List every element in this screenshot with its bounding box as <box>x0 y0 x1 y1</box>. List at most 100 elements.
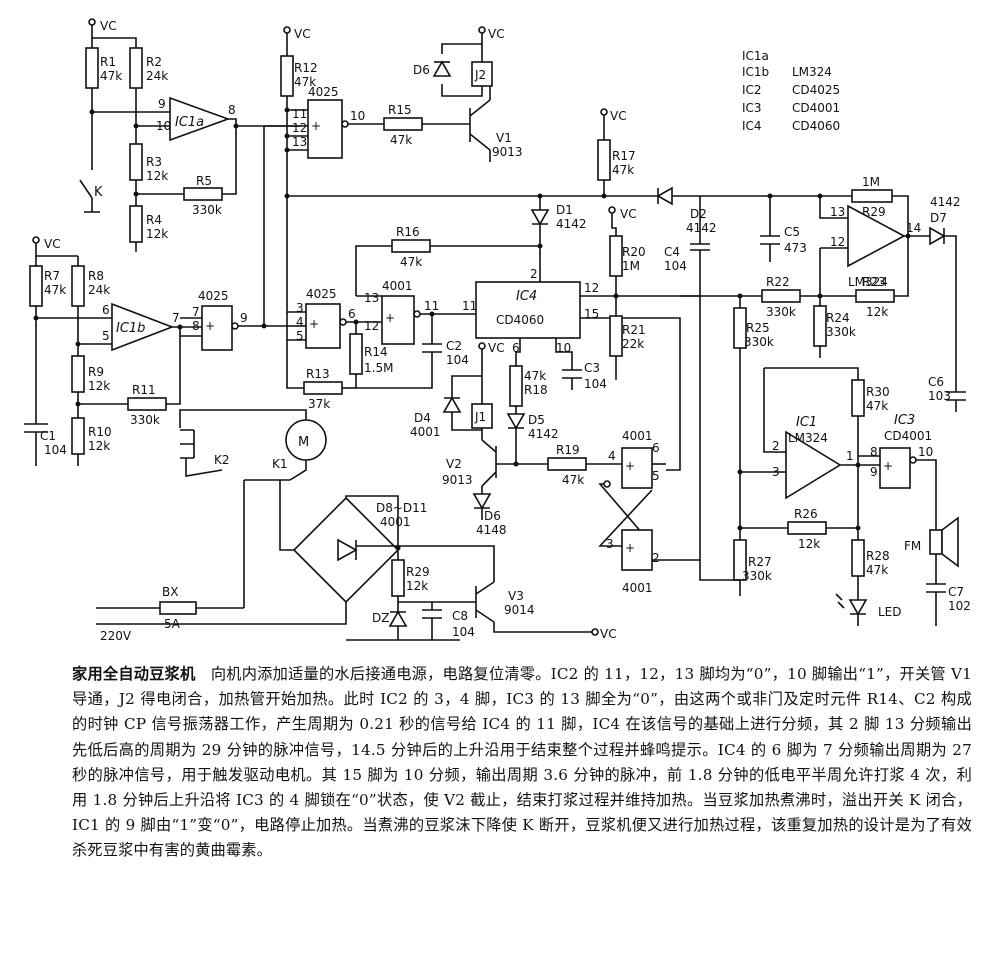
svg-text:R9: R9 <box>88 365 104 379</box>
resistor-r23 <box>855 289 895 303</box>
svg-text:24k: 24k <box>88 283 110 297</box>
svg-text:12: 12 <box>364 319 379 333</box>
svg-text:CD4060: CD4060 <box>496 313 544 327</box>
svg-text:22k: 22k <box>622 337 644 351</box>
svg-text:R12: R12 <box>294 61 318 75</box>
resistor-r22 <box>761 289 801 303</box>
svg-text:R3: R3 <box>146 155 162 169</box>
resistor-r19 <box>547 457 587 471</box>
svg-text:R18: R18 <box>524 383 548 397</box>
v3-label: V3 <box>508 589 524 603</box>
svg-text:9: 9 <box>870 465 878 479</box>
svg-text:4142: 4142 <box>930 195 961 209</box>
svg-text:47k: 47k <box>400 255 422 269</box>
svg-text:R29: R29 <box>862 205 886 219</box>
svg-text:104: 104 <box>44 443 67 457</box>
svg-text:R23: R23 <box>862 275 886 289</box>
resistor-r30 <box>851 379 865 417</box>
svg-text:330k: 330k <box>130 413 160 427</box>
svg-text:5A: 5A <box>164 617 181 631</box>
svg-text:9013: 9013 <box>492 145 523 159</box>
svg-text:R7: R7 <box>44 269 60 283</box>
legend-ic1-type: LM324 <box>792 65 832 79</box>
resistor-r18 <box>509 365 523 407</box>
legend-ic4-type: CD4060 <box>792 119 840 133</box>
svg-text:9014: 9014 <box>504 603 535 617</box>
svg-text:15: 15 <box>584 307 599 321</box>
svg-text:IC1a: IC1a <box>175 115 204 130</box>
svg-text:R20: R20 <box>622 245 646 259</box>
svg-text:11: 11 <box>462 299 477 313</box>
svg-text:12: 12 <box>292 121 307 135</box>
svg-text:4001: 4001 <box>380 515 411 529</box>
resistor-r12 <box>280 55 294 97</box>
svg-text:10: 10 <box>556 341 571 355</box>
svg-text:J2: J2 <box>474 68 486 82</box>
svg-text:1.5M: 1.5M <box>364 361 393 375</box>
resistor-r26 <box>787 521 827 535</box>
v1-label: V1 <box>496 131 512 145</box>
resistor-r1 <box>85 47 99 89</box>
svg-text:1M: 1M <box>622 259 640 273</box>
svg-text:VC: VC <box>488 341 505 355</box>
svg-text:R1: R1 <box>100 55 116 69</box>
svg-text:5: 5 <box>652 469 660 483</box>
svg-text:103: 103 <box>928 389 951 403</box>
svg-text:R4: R4 <box>146 213 162 227</box>
svg-text:VC: VC <box>620 207 637 221</box>
buzzer-fm <box>929 529 943 555</box>
svg-text:6: 6 <box>102 303 110 317</box>
svg-text:4148: 4148 <box>476 523 507 537</box>
svg-text:330k: 330k <box>766 305 796 319</box>
svg-text:4142: 4142 <box>686 221 717 235</box>
svg-text:1M: 1M <box>862 175 880 189</box>
svg-text:9013: 9013 <box>442 473 473 487</box>
k1-label: K1 <box>272 457 288 471</box>
svg-text:VC: VC <box>294 27 311 41</box>
legend-ic2-type: CD4025 <box>792 83 840 97</box>
svg-text:R17: R17 <box>612 149 636 163</box>
svg-text:11: 11 <box>292 107 307 121</box>
svg-text:8: 8 <box>870 445 878 459</box>
svg-text:4: 4 <box>608 449 616 463</box>
svg-text:4001: 4001 <box>410 425 441 439</box>
fuse-bx <box>159 601 197 615</box>
nor-gate-ic3 <box>879 447 911 489</box>
resistor-r11 <box>127 397 167 411</box>
svg-text:+: + <box>883 459 893 473</box>
svg-text:47k: 47k <box>390 133 412 147</box>
svg-text:5: 5 <box>296 329 304 343</box>
svg-text:5: 5 <box>102 329 110 343</box>
resistor-r17 <box>597 139 611 181</box>
svg-text:9: 9 <box>158 97 166 111</box>
resistor-r21 <box>609 315 623 357</box>
opamp-ic1b <box>111 302 175 352</box>
svg-text:D8~D11: D8~D11 <box>376 501 427 515</box>
svg-text:2: 2 <box>772 439 780 453</box>
svg-text:D6: D6 <box>413 63 430 77</box>
svg-text:M: M <box>298 435 309 450</box>
svg-text:11: 11 <box>424 299 439 313</box>
legend-ic4: IC4 <box>742 119 762 133</box>
svg-text:+: + <box>625 541 635 555</box>
svg-text:10: 10 <box>156 119 171 133</box>
vc-label-1: VC <box>100 19 117 33</box>
resistor-r29-psu <box>391 559 405 597</box>
svg-text:37k: 37k <box>308 397 330 411</box>
svg-text:9: 9 <box>240 311 248 325</box>
svg-text:12k: 12k <box>798 537 820 551</box>
svg-text:C6: C6 <box>928 375 944 389</box>
svg-text:12k: 12k <box>866 305 888 319</box>
svg-text:8: 8 <box>192 319 200 333</box>
svg-text:R14: R14 <box>364 345 388 359</box>
svg-text:C3: C3 <box>584 361 600 375</box>
svg-text:8: 8 <box>228 103 236 117</box>
svg-text:IC1: IC1 <box>796 415 817 430</box>
svg-text:1: 1 <box>846 449 854 463</box>
svg-text:12k: 12k <box>88 379 110 393</box>
resistor-r29-fb <box>851 189 893 203</box>
svg-text:473: 473 <box>784 241 807 255</box>
opamp-ic1-lm324 <box>785 430 842 500</box>
svg-text:C5: C5 <box>784 225 800 239</box>
